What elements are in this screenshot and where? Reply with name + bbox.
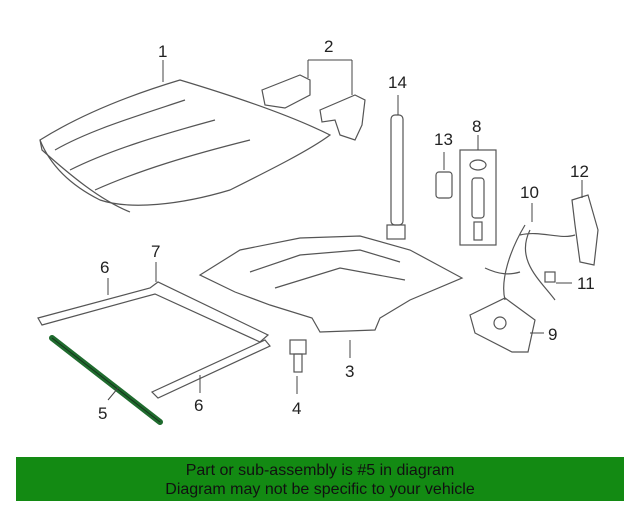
banner-line-1: Part or sub-assembly is #5 in diagram — [185, 462, 455, 479]
part-6-7-weatherstrips[interactable] — [37, 281, 271, 399]
callout-9: 9 — [548, 325, 557, 344]
callout-7: 7 — [151, 242, 160, 261]
parts-diagram: 1 2 14 13 8 10 12 11 — [37, 37, 599, 425]
part-3-insulator[interactable] — [198, 235, 464, 333]
callout-12: 12 — [570, 162, 589, 181]
part-1-hood[interactable] — [39, 79, 332, 213]
callout-6-bottom: 6 — [194, 396, 203, 415]
part-9-latch[interactable] — [469, 297, 536, 353]
callout-13: 13 — [434, 130, 453, 149]
part-13-bumper[interactable] — [435, 171, 453, 199]
part-10-cable[interactable] — [484, 224, 576, 301]
callout-4: 4 — [292, 399, 301, 418]
callout-1: 1 — [158, 42, 167, 61]
part-8-latch-kit[interactable] — [459, 149, 497, 246]
callout-3: 3 — [345, 362, 354, 381]
callout-2: 2 — [324, 37, 333, 56]
part-2-hinges[interactable] — [261, 74, 366, 141]
callout-14: 14 — [388, 73, 407, 92]
part-4-retainer[interactable] — [289, 339, 307, 373]
part-12-bracket[interactable] — [571, 194, 599, 266]
callout-5: 5 — [98, 404, 107, 423]
part-5-seal-highlighted[interactable] — [49, 335, 163, 425]
callout-10: 10 — [520, 183, 539, 202]
part-14-strut[interactable] — [386, 114, 406, 240]
banner-line-2: Diagram may not be specific to your vehi… — [165, 481, 475, 498]
callout-6-top: 6 — [100, 258, 109, 277]
info-banner: Part or sub-assembly is #5 in diagram Di… — [16, 457, 624, 501]
part-11-clip[interactable] — [544, 271, 556, 283]
callout-8: 8 — [472, 117, 481, 136]
callout-11: 11 — [577, 274, 595, 293]
